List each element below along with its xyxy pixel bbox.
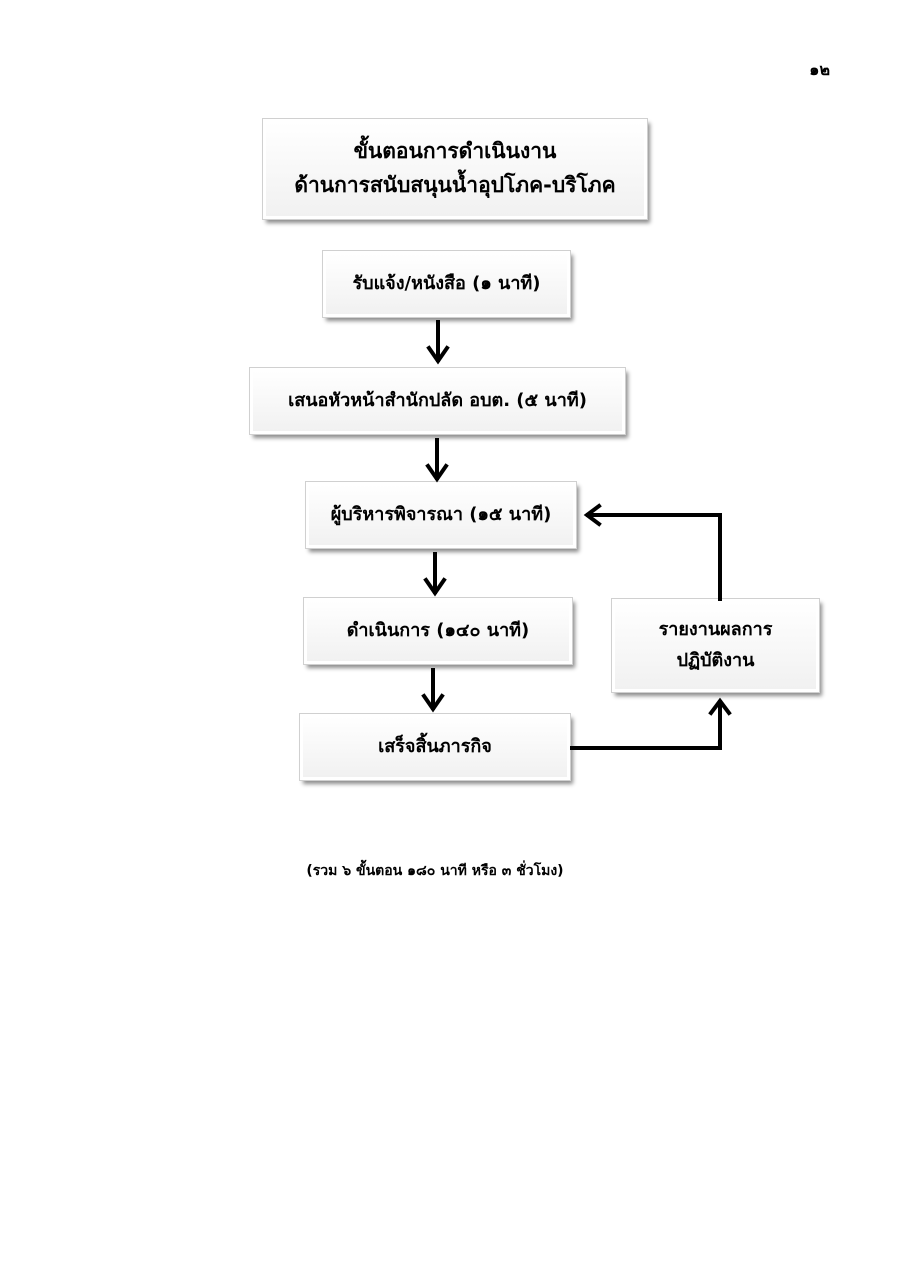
arrow-operation-to-complete <box>421 668 445 713</box>
arrow-propose-to-review <box>425 438 449 483</box>
step-executive-review-label: ผู้บริหารพิจารณา (๑๕ นาที) <box>330 503 552 525</box>
summary-note: (รวม ๖ ขั้นตอน ๑๘๐ นาที หรือ ๓ ชั่วโมง) <box>306 863 564 879</box>
step-operation-label: ดำเนินการ (๑๔๐ นาที) <box>346 619 530 641</box>
arrow-complete-to-report <box>570 697 732 750</box>
title-line-2: ด้านการสนับสนุนน้ำอุปโภค-บริโภค <box>294 173 616 197</box>
arrow-report-to-review <box>583 503 722 601</box>
arrow-receive-to-propose <box>426 320 450 365</box>
arrow-review-to-operation <box>423 552 447 597</box>
report-results-box: รายงานผลการ ปฏิบัติงาน <box>611 598 820 693</box>
step-receive-notice: รับแจ้ง/หนังสือ (๑ นาที) <box>322 250 571 318</box>
step-operation: ดำเนินการ (๑๔๐ นาที) <box>303 597 573 665</box>
step-executive-review: ผู้บริหารพิจารณา (๑๕ นาที) <box>305 481 577 549</box>
title-line-1: ขั้นตอนการดำเนินงาน <box>353 139 557 164</box>
title-box: ขั้นตอนการดำเนินงาน ด้านการสนับสนุนน้ำอุ… <box>262 118 648 220</box>
step-mission-complete: เสร็จสิ้นภารกิจ <box>299 713 571 781</box>
step-receive-notice-label: รับแจ้ง/หนังสือ (๑ นาที) <box>352 272 541 294</box>
step-propose-to-head: เสนอหัวหน้าสำนักปลัด อบต. (๕ นาที) <box>249 367 626 435</box>
step-mission-complete-label: เสร็จสิ้นภารกิจ <box>378 735 492 757</box>
report-line-2: ปฏิบัติงาน <box>676 649 755 671</box>
step-propose-to-head-label: เสนอหัวหน้าสำนักปลัด อบต. (๕ นาที) <box>288 389 587 411</box>
report-line-1: รายงานผลการ <box>658 618 773 640</box>
page-number: ๑๒ <box>809 60 830 79</box>
